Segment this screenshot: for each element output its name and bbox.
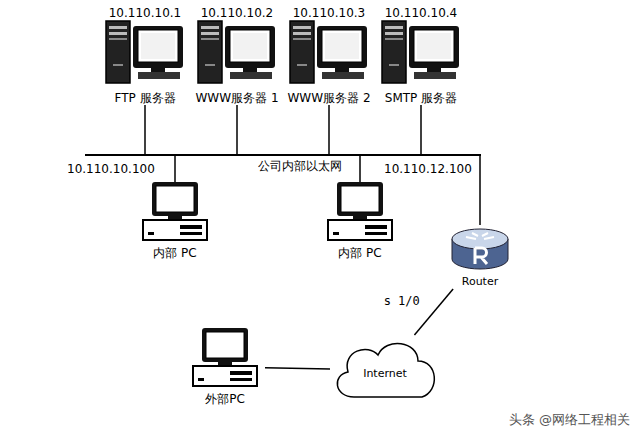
internal-pc: 内部 PC10.110.12.100 bbox=[320, 182, 400, 260]
srv-icon bbox=[197, 20, 277, 88]
ip-address: 10.110.10.100 bbox=[67, 162, 155, 176]
internet-cloud: Internet bbox=[330, 335, 440, 405]
network-link bbox=[174, 155, 176, 182]
network-link bbox=[420, 105, 422, 155]
pc-icon bbox=[190, 328, 260, 390]
device-name: Router bbox=[445, 275, 515, 289]
interface-name: s 1/0 bbox=[382, 294, 422, 308]
server-name: SMTP 服务器 bbox=[377, 91, 465, 105]
pc-name: 内部 PC bbox=[135, 246, 215, 260]
ip-address: 10.110.10.4 bbox=[377, 6, 465, 20]
network-name: 公司内部以太网 bbox=[255, 159, 345, 173]
server-name: FTP 服务器 bbox=[101, 91, 189, 105]
ip-address: 10.110.10.3 bbox=[285, 6, 373, 20]
network-name: Internet bbox=[363, 367, 407, 381]
network-link bbox=[479, 155, 481, 225]
srv-icon bbox=[381, 20, 461, 88]
watermark: 头条 @网络工程相关 bbox=[507, 413, 632, 427]
pc-name: 内部 PC bbox=[320, 246, 400, 260]
pc-icon bbox=[325, 182, 395, 244]
pc-icon bbox=[140, 182, 210, 244]
server-name: WWW服务器 2 bbox=[285, 91, 373, 105]
router: Router bbox=[445, 225, 515, 289]
network-link bbox=[265, 368, 330, 369]
ip-address: 10.110.12.100 bbox=[384, 162, 472, 176]
ftp-server: 10.110.10.1FTP 服务器 bbox=[101, 6, 189, 105]
network-link bbox=[328, 105, 330, 155]
pc-name: 外部PC bbox=[185, 392, 265, 406]
www-server: 10.110.10.3WWW服务器 2 bbox=[285, 6, 373, 105]
internal-pc: 内部 PC10.110.10.100 bbox=[135, 182, 215, 260]
www-server: 10.110.10.2WWW服务器 1 bbox=[193, 6, 281, 105]
network-link bbox=[236, 105, 238, 155]
external-pc: 外部PC bbox=[185, 328, 265, 406]
smtp-server: 10.110.10.4SMTP 服务器 bbox=[377, 6, 465, 105]
server-name: WWW服务器 1 bbox=[193, 91, 281, 105]
srv-icon bbox=[105, 20, 185, 88]
ip-address: 10.110.10.2 bbox=[193, 6, 281, 20]
ip-address: 10.110.10.1 bbox=[101, 6, 189, 20]
network-link bbox=[144, 105, 146, 155]
network-link bbox=[359, 155, 361, 182]
srv-icon bbox=[289, 20, 369, 88]
ethernet-bus: 公司内部以太网 bbox=[85, 154, 481, 156]
rt-icon bbox=[450, 225, 510, 273]
